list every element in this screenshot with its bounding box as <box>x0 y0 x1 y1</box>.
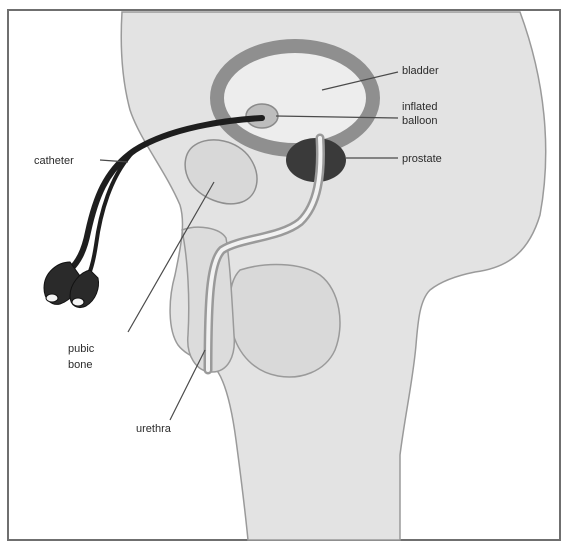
label-bladder: bladder <box>402 65 439 77</box>
label-bone: bone <box>68 359 92 371</box>
label-pubic: pubic <box>68 343 95 355</box>
label-prostate: prostate <box>402 153 442 165</box>
label-catheter: catheter <box>34 155 74 167</box>
label-urethra: urethra <box>136 423 172 435</box>
label-inflated: inflated <box>402 101 437 113</box>
label-balloon: balloon <box>402 115 437 127</box>
bladder-shape <box>217 46 373 150</box>
